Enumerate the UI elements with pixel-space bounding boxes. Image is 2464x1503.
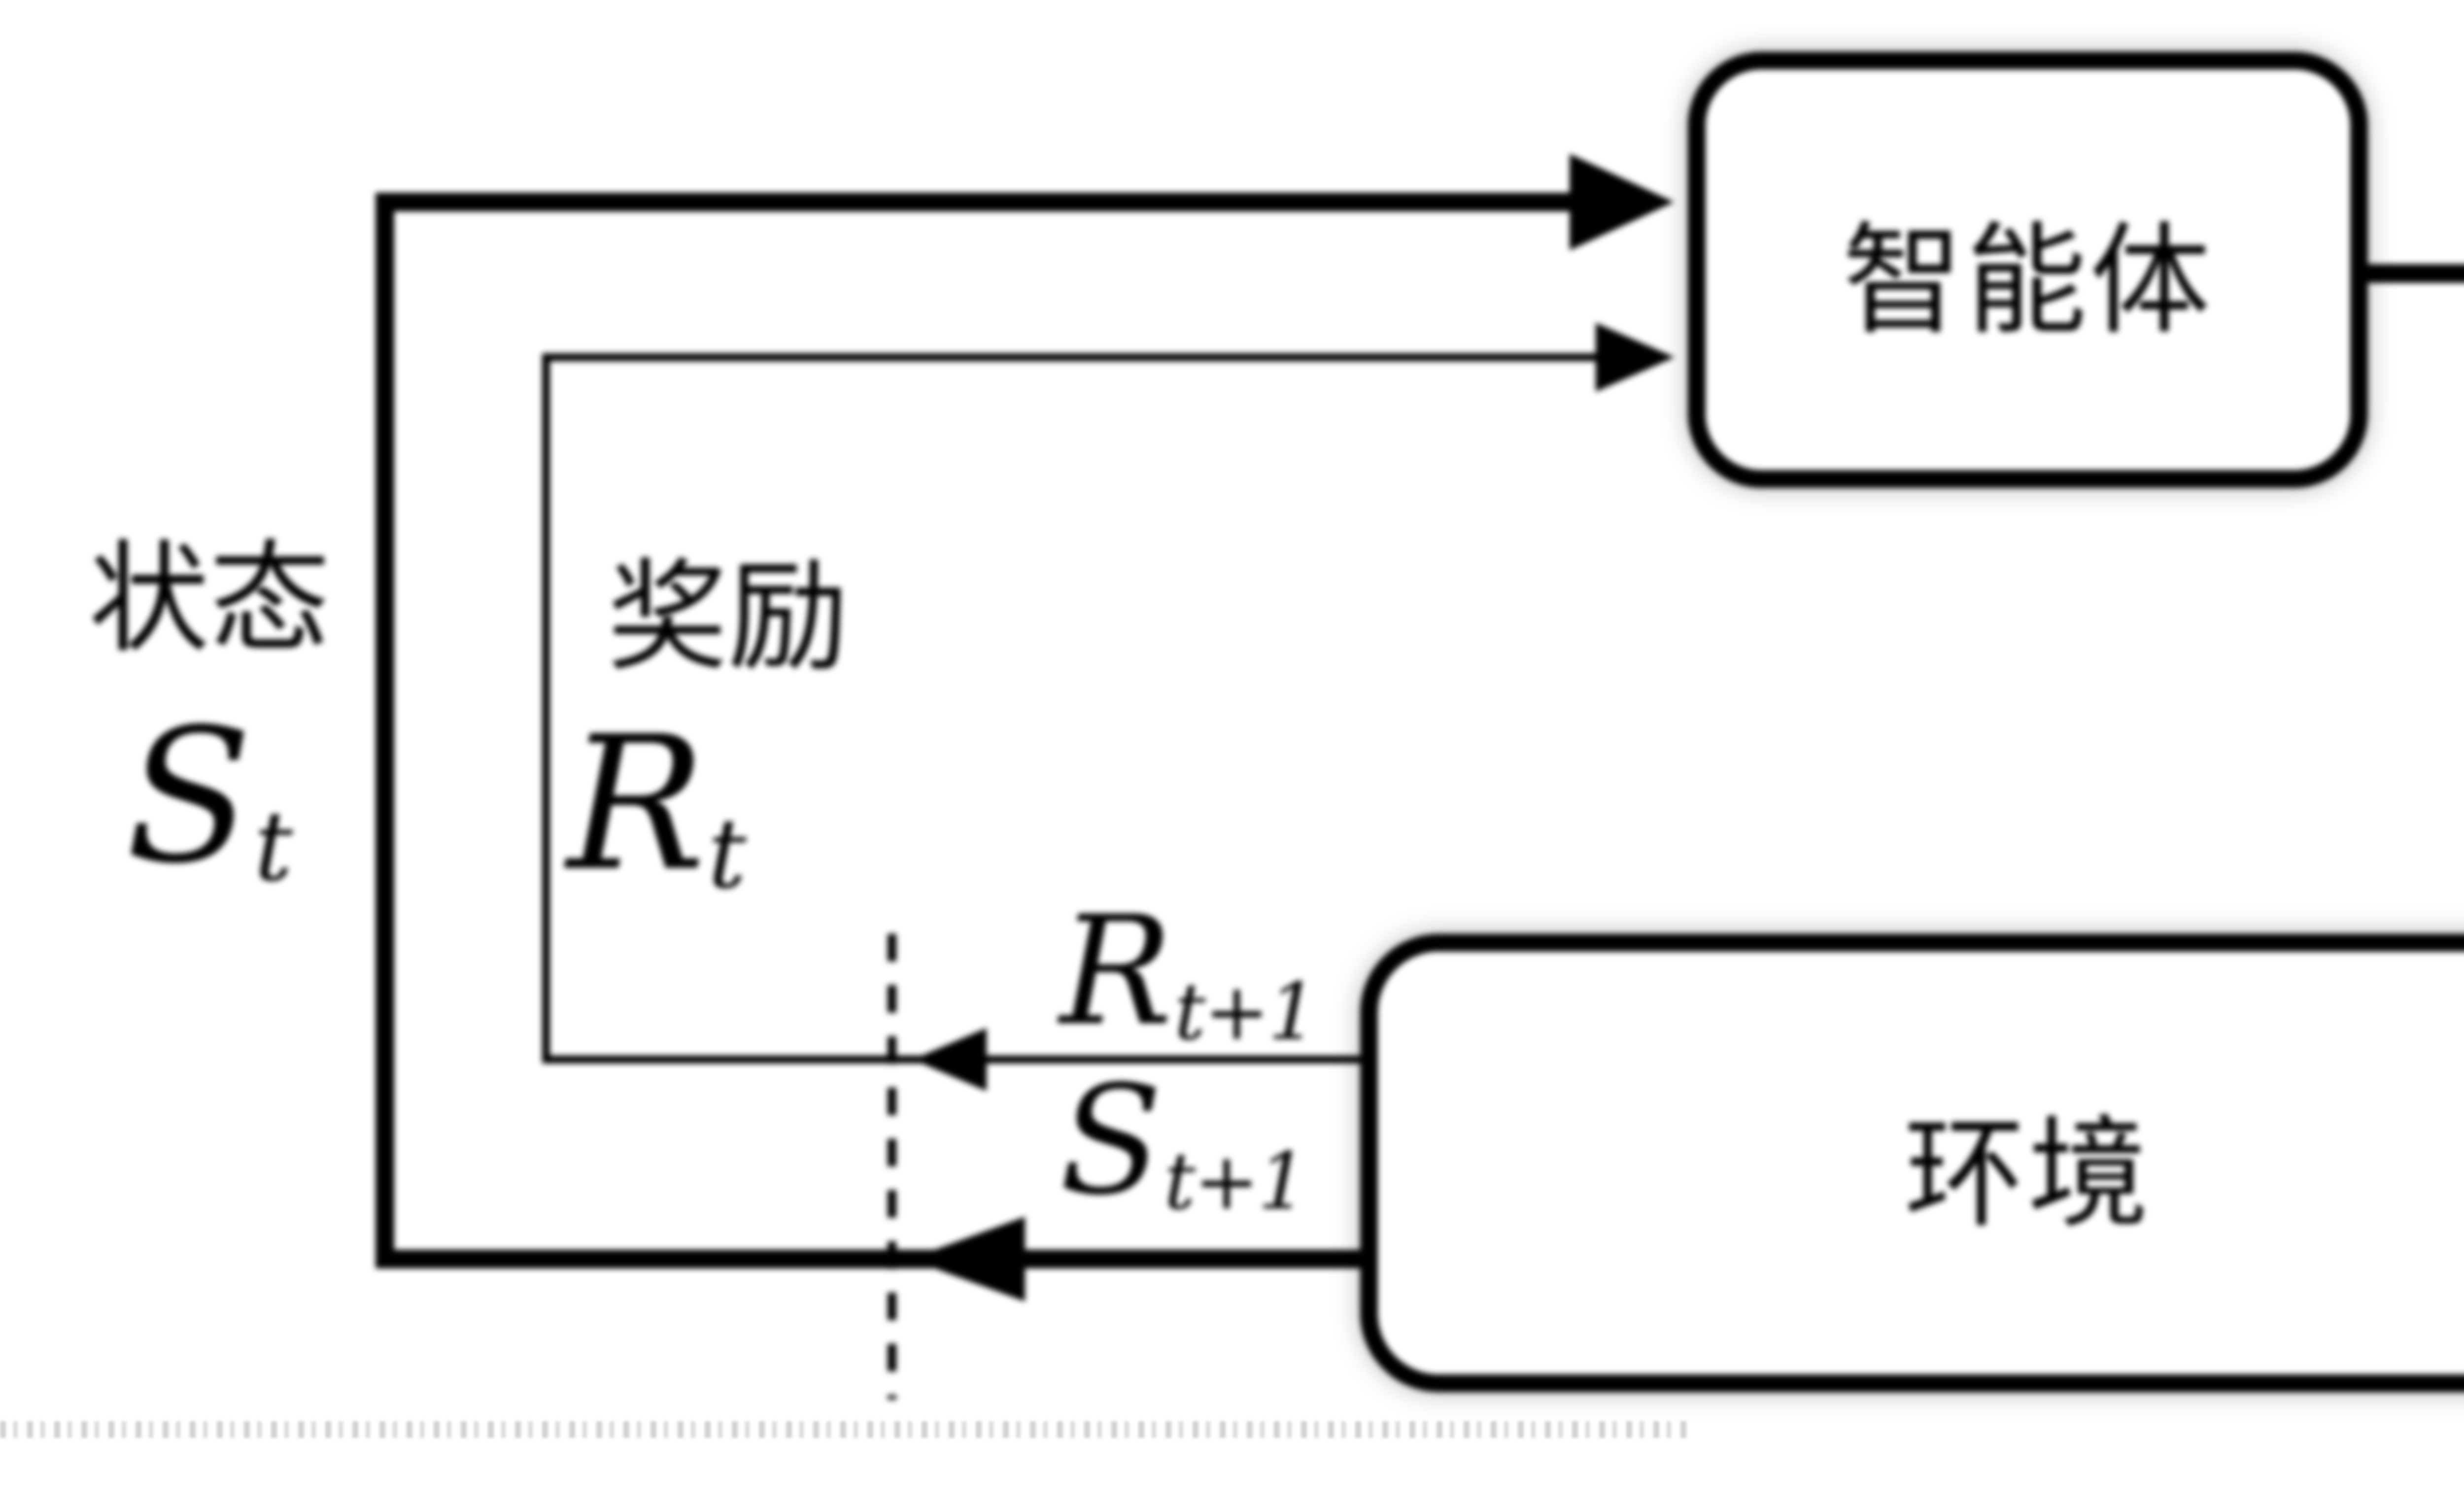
reward-symbol: Rt: [567, 697, 747, 912]
next-reward-symbol: Rt+1: [1060, 884, 1318, 1059]
agent-box: 智能体: [1688, 52, 2368, 488]
reward-line-vertical: [542, 353, 550, 1063]
reward-line-top: [542, 353, 1598, 361]
state-label: 状态: [89, 529, 330, 669]
next-reward-arrowhead-icon: [913, 1028, 987, 1091]
state-symbol: St: [126, 689, 293, 904]
state-arrowhead-icon: [1570, 154, 1674, 250]
reward-arrowhead-icon: [1596, 323, 1675, 392]
next-state-arrowhead-icon: [909, 1217, 1025, 1301]
next-state-line: [376, 1250, 1371, 1268]
agent-label: 智能体: [1842, 210, 2214, 351]
state-line-top: [376, 193, 1571, 211]
action-line-top: [2361, 264, 2464, 283]
environment-label: 环境: [1904, 1103, 2152, 1244]
state-line-vertical: [376, 193, 394, 1268]
environment-box: 环境: [1360, 934, 2464, 1392]
time-step-divider: [888, 934, 896, 1400]
next-state-symbol: St+1: [1060, 1053, 1307, 1228]
reward-label: 奖励: [607, 547, 849, 687]
caption-remnant: [0, 1421, 1690, 1438]
